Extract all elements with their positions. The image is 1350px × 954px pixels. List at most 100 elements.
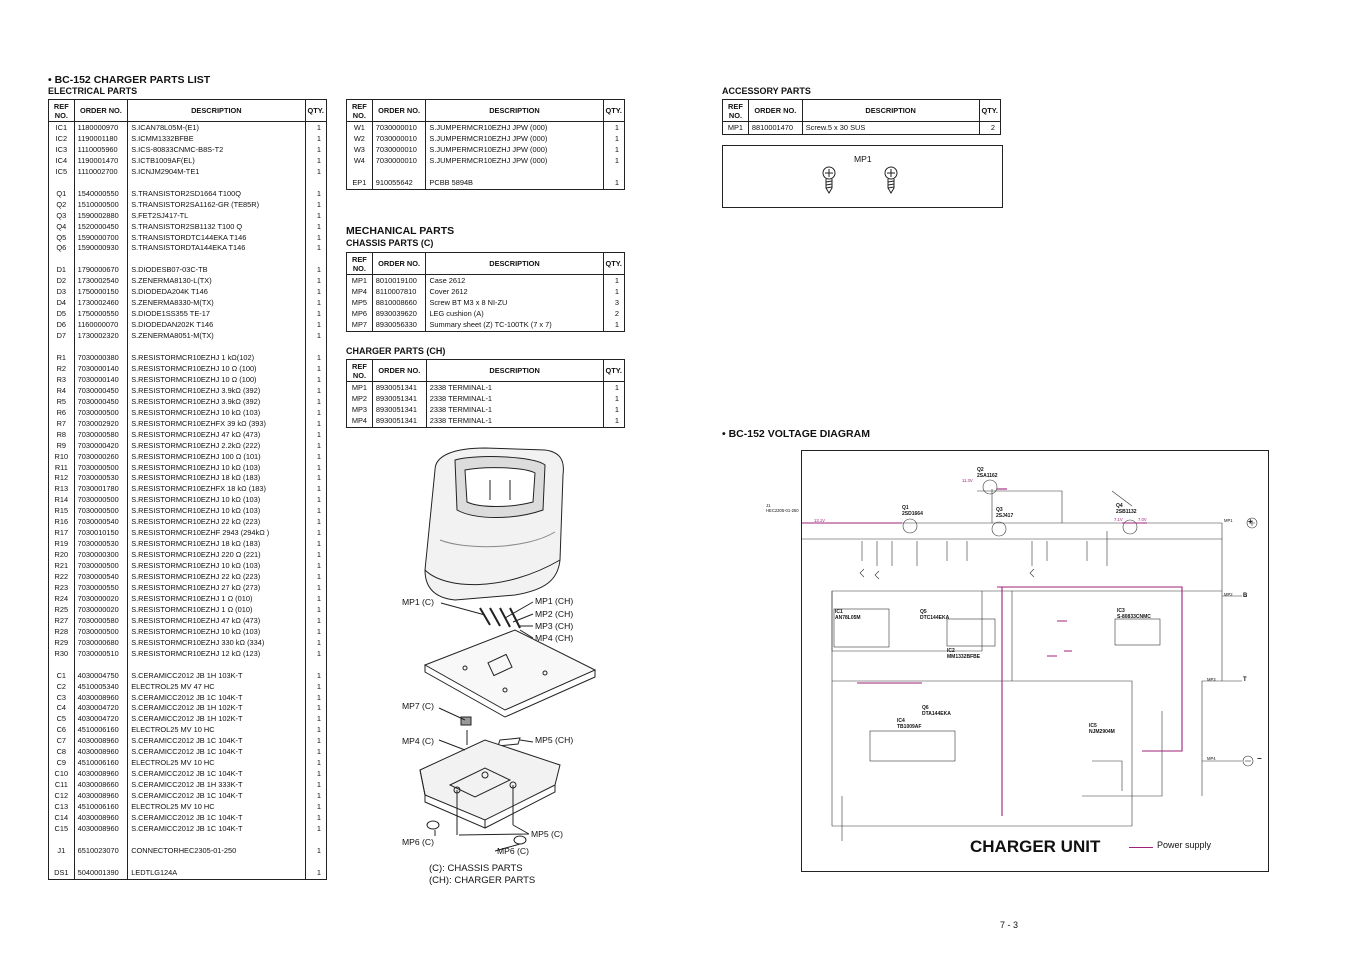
description-cell: LEDTLG124A <box>127 867 306 880</box>
label-mp1-ch: MP1 (CH) <box>535 596 574 606</box>
part-number: MM1332BFBE <box>145 133 194 143</box>
ref-cell: C9 <box>48 758 75 770</box>
ref-cell: R30 <box>48 648 75 660</box>
description-cell <box>127 177 306 189</box>
legend-chassis: (C): CHASSIS PARTS <box>429 863 523 874</box>
description-cell: S.CERAMICC2012 JB 1C 104K-T <box>127 769 306 781</box>
part-number: C2012 JB 1C 104K-T <box>172 747 243 757</box>
part-number: 2SJ417-TL <box>152 210 189 220</box>
qty-cell: 1 <box>304 528 328 540</box>
order-cell: 1590002880 <box>73 210 129 222</box>
ref-cell: MP4 <box>346 415 373 428</box>
part-type: S.RESISTOR <box>131 572 176 582</box>
part-number: MCR10EZHJ 2.2kΩ (222) <box>175 440 261 450</box>
order-cell: 8810008660 <box>371 297 427 309</box>
description-cell: S.RESISTORMCR10EZHJ 220 Ω (221) <box>127 550 306 562</box>
part-number: SB07-03C-TB <box>161 265 208 275</box>
description-cell: S.RESISTORMCR10EZHJ 47 kΩ (473) <box>127 429 306 441</box>
part-number: MCR10EZHJ 47 kΩ (473) <box>175 615 261 625</box>
part-type: S.CERAMIC <box>131 714 173 724</box>
order-cell: 1790000670 <box>73 265 129 277</box>
qty-cell: 1 <box>304 637 328 649</box>
description-cell: S.DIODEDAN202K T146 <box>127 320 306 332</box>
order-cell: 7030000540 <box>73 517 129 529</box>
order-cell: 4030008960 <box>73 791 129 803</box>
description-cell: S.RESISTORMCR10EZHJ 10 Ω (100) <box>127 374 306 386</box>
label-mp3-ch: MP3 (CH) <box>535 621 574 631</box>
part-type: S.RESISTOR <box>131 626 176 636</box>
part-type: S.RESISTOR <box>131 604 176 614</box>
part-number: TLG124A <box>145 867 178 877</box>
part-number: MCR10EZHJ JPW (000) <box>466 144 548 154</box>
description-cell: Screw.5 x 30 SUS <box>801 121 980 135</box>
ref-cell: C5 <box>48 714 75 726</box>
qty-cell: 1 <box>304 144 328 156</box>
ref-cell: D7 <box>48 331 75 343</box>
part-type: S.DIODE <box>131 320 162 330</box>
col-qty: QTY. <box>304 99 328 122</box>
qty-cell: 1 <box>304 133 328 145</box>
order-cell: 1730002540 <box>73 276 129 288</box>
qty-cell: 1 <box>304 648 328 660</box>
description-cell: S.CERAMICC2012 JB 1H 102K-T <box>127 703 306 715</box>
ref-cell: MP7 <box>346 319 373 332</box>
description-cell: S.TRANSISTORDTA144EKA T146 <box>127 243 306 255</box>
description-cell: S.ICTB1009AF(EL) <box>127 155 306 167</box>
part-number: 25 MV 10 HC <box>170 802 215 812</box>
part-type: S.CERAMIC <box>131 769 173 779</box>
part-type: ELECTROL <box>131 681 171 691</box>
part-number: MCR10EZHJ 18 kΩ (183) <box>175 473 261 483</box>
table-row <box>48 856 328 868</box>
ref-cell: C3 <box>48 692 75 704</box>
description-cell <box>127 659 306 671</box>
ref-cell: R15 <box>48 506 75 518</box>
ref-cell: Q5 <box>48 232 75 244</box>
description-cell: S.CERAMICC2012 JB 1H 103K-T <box>127 670 306 682</box>
part-number: DA204K T146 <box>161 287 208 297</box>
qty-cell: 1 <box>304 736 328 748</box>
part-number: MCR10EZHJ 330 kΩ (334) <box>175 637 265 647</box>
order-cell: 7030000530 <box>73 473 129 485</box>
ref-cell: R2 <box>48 363 75 375</box>
order-cell: 7030000500 <box>73 626 129 638</box>
part-type: S.TRANSISTOR <box>131 199 186 209</box>
q3-label: Q3 <box>996 507 1003 513</box>
page-number: 7 - 3 <box>1000 920 1019 930</box>
order-cell: 7030001780 <box>73 484 129 496</box>
part-type: S.FET <box>131 210 153 220</box>
exploded-view-drawing <box>419 447 597 852</box>
q3-part: 2SJ417 <box>996 513 1014 519</box>
charger-unit-title: CHARGER UNIT <box>970 837 1101 856</box>
description-cell: S.CERAMICC2012 JB 1C 104K-T <box>127 747 306 759</box>
part-number: MCR10EZHJ 18 kΩ (183) <box>175 539 261 549</box>
description-cell: S.RESISTORMCR10EZHJ 10 kΩ (103) <box>127 506 306 518</box>
order-cell: 4030004750 <box>73 670 129 682</box>
ref-cell: IC2 <box>48 133 75 145</box>
description-cell: S.ICS-80833CNMC-B8S-T2 <box>127 144 306 156</box>
part-number: HEC2305-01-250 <box>178 845 237 855</box>
ref-cell: R14 <box>48 495 75 507</box>
qty-cell: 1 <box>304 166 328 178</box>
qty-cell: 1 <box>304 287 328 299</box>
part-type: S.ZENER <box>131 298 164 308</box>
chassis-parts-title: CHASSIS PARTS (C) <box>346 238 434 248</box>
order-cell: 4030008960 <box>73 747 129 759</box>
ref-cell: MP1 <box>346 274 373 287</box>
order-cell: 1180000970 <box>73 121 129 134</box>
description-cell: S.CERAMICC2012 JB 1C 104K-T <box>127 791 306 803</box>
qty-cell: 1 <box>304 692 328 704</box>
order-cell: 4030004720 <box>73 703 129 715</box>
